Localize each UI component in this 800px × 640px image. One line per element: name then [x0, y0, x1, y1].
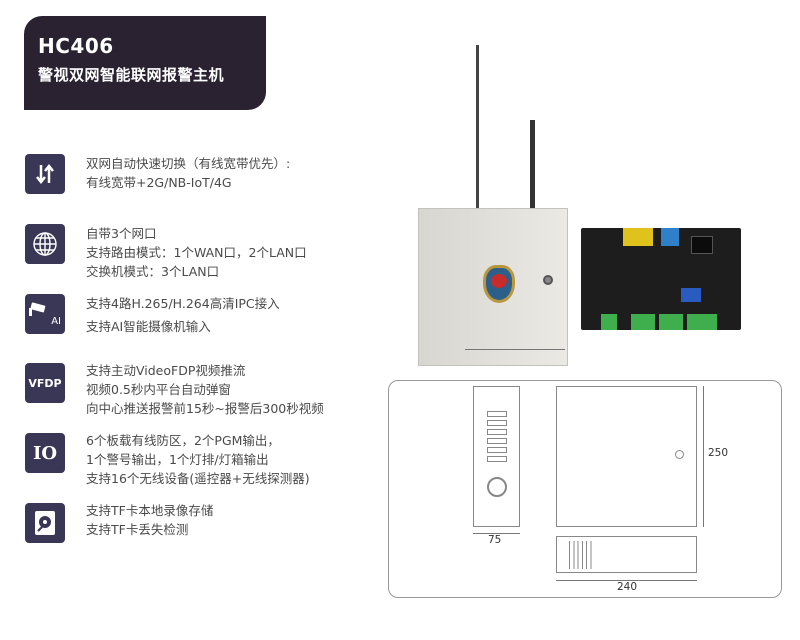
- relay-icon: [681, 288, 701, 302]
- antenna-icon: [476, 45, 479, 210]
- feature-tf-card: 支持TF卡本地录像存储 支持TF卡丢失检测: [86, 501, 213, 539]
- ai-label: AI: [51, 315, 61, 327]
- product-name: 警视双网智能联网报警主机: [38, 66, 225, 84]
- feature-line: 双网自动快速切换（有线宽带优先）:: [86, 156, 291, 171]
- ai-camera-icon: AI: [25, 294, 65, 334]
- front-view: [556, 386, 697, 527]
- feature-line: 向中心推送报警前15秒~报警后300秒视频: [86, 401, 324, 416]
- feature-line: 支持16个无线设备(遥控器+无线探测器): [86, 471, 310, 486]
- feature-line: 支持TF卡本地录像存储: [86, 503, 214, 518]
- feature-io: 6个板载有线防区，2个PGM输出， 1个警号输出，1个灯排/灯箱输出 支持16个…: [86, 431, 310, 488]
- dimension-drawing: [388, 380, 782, 598]
- io-icon: IO: [25, 433, 65, 473]
- feature-line: 自带3个网口: [86, 226, 157, 241]
- vfdp-icon: VFDP: [25, 363, 65, 403]
- title-banner: HC406 警视双网智能联网报警主机: [24, 16, 266, 110]
- antenna-icon: [530, 120, 535, 210]
- feature-line: 支持路由模式：1个WAN口，2个LAN口: [86, 245, 307, 260]
- lock-icon: [543, 275, 553, 285]
- feature-dual-network: 双网自动快速切换（有线宽带优先）: 有线宽带+2G/NB-IoT/4G: [86, 154, 290, 192]
- globe-icon: [25, 224, 65, 264]
- tf-card-storage-icon: [25, 503, 65, 543]
- side-view: [473, 386, 520, 527]
- feature-line: 支持AI智能摄像机输入: [86, 319, 211, 334]
- network-switch-icon: [25, 154, 65, 194]
- feature-ipc: 支持4路H.265/H.264高清IPC接入 支持AI智能摄像机输入: [86, 292, 280, 338]
- feature-vfdp: 支持主动VideoFDP视频推流 视频0.5秒内平台自动弹窗 向中心推送报警前1…: [86, 361, 324, 418]
- feature-line: 6个板载有线防区，2个PGM输出，: [86, 433, 280, 448]
- feature-line: 交换机模式：3个LAN口: [86, 264, 220, 279]
- wan-port-icon: [661, 228, 679, 246]
- feature-line: 视频0.5秒内平台自动弹窗: [86, 382, 231, 397]
- feature-line: 支持主动VideoFDP视频推流: [86, 363, 246, 378]
- depth-dimension: 75: [488, 534, 502, 546]
- lan-port-icon: [623, 228, 653, 246]
- circuit-board-photo: [581, 228, 741, 330]
- bottom-view: [556, 536, 697, 573]
- feature-network-ports: 自带3个网口 支持路由模式：1个WAN口，2个LAN口 交换机模式：3个LAN口: [86, 224, 307, 281]
- feature-line: 支持TF卡丢失检测: [86, 522, 189, 537]
- feature-line: 1个警号输出，1个灯排/灯箱输出: [86, 452, 269, 467]
- model-number: HC406: [38, 34, 114, 58]
- width-dimension: 240: [617, 581, 638, 593]
- enclosure: [418, 208, 568, 366]
- height-dimension: 250: [708, 447, 729, 459]
- feature-line: 有线宽带+2G/NB-IoT/4G: [86, 175, 232, 190]
- feature-line: 支持4路H.265/H.264高清IPC接入: [86, 296, 280, 311]
- alarm-host-photo: [418, 40, 573, 370]
- police-emblem-icon: [483, 265, 515, 303]
